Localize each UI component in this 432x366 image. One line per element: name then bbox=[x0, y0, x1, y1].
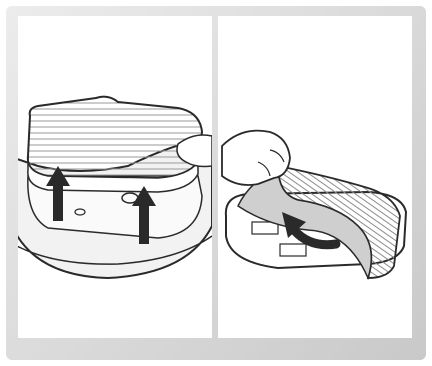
panel-right bbox=[218, 16, 412, 338]
right-illustration bbox=[218, 16, 412, 338]
hand bbox=[222, 131, 290, 185]
panel-left bbox=[18, 16, 212, 338]
left-illustration bbox=[18, 16, 212, 338]
